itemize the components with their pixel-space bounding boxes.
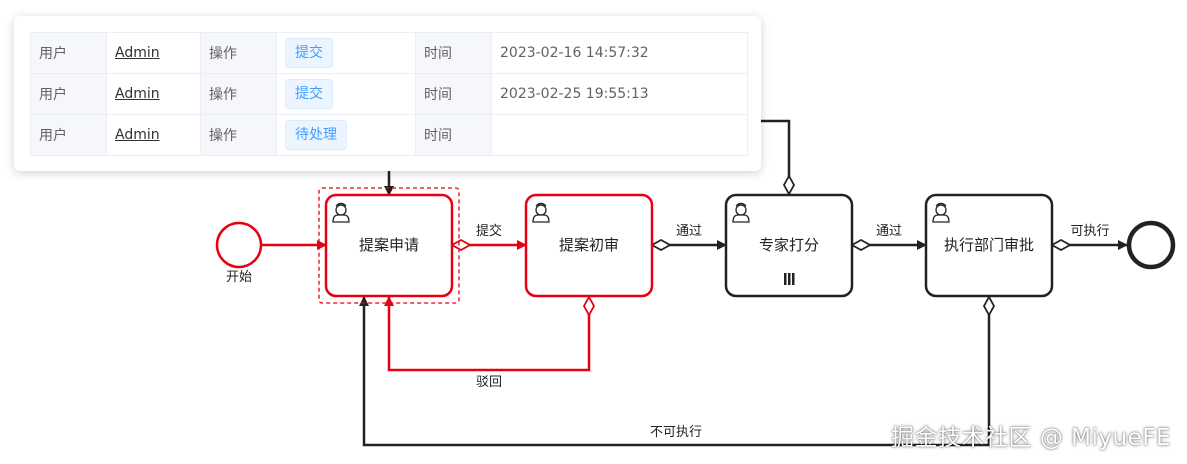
operation-tag: 提交 xyxy=(285,38,333,68)
condition-diamond-pass2 xyxy=(850,238,872,252)
operation-cell: 提交 xyxy=(276,32,416,74)
multi-instance-icon xyxy=(784,273,795,285)
time-label: 时间 xyxy=(415,32,492,74)
operation-label: 操作 xyxy=(200,73,277,115)
time-value: 2023-02-25 19:55:13 xyxy=(491,73,748,115)
flow-reject[interactable] xyxy=(384,296,591,372)
condition-diamond-score-top xyxy=(782,174,796,196)
history-popup: 用户 Admin 操作 提交 时间 2023-02-16 14:57:32 用户… xyxy=(14,16,761,171)
flow-label-executable: 可执行 xyxy=(1070,224,1109,239)
watermark: 掘金技术社区 @ MiyueFE xyxy=(891,425,1171,451)
user-link[interactable]: Admin xyxy=(115,86,160,102)
operation-label: 操作 xyxy=(200,32,277,74)
time-value: 2023-02-16 14:57:32 xyxy=(491,32,748,74)
user-label: 用户 xyxy=(30,114,107,156)
flow-label-pass2: 通过 xyxy=(876,224,902,239)
end-event[interactable] xyxy=(1126,220,1176,270)
time-value xyxy=(491,114,748,156)
table-row: 用户 Admin 操作 待处理 时间 xyxy=(30,114,748,156)
time-label: 时间 xyxy=(415,73,492,115)
table-row: 用户 Admin 操作 提交 时间 2023-02-25 19:55:13 xyxy=(30,73,748,115)
flow-label-pass1: 通过 xyxy=(676,224,702,239)
task-approve-label: 执行部门审批 xyxy=(944,236,1034,254)
task-review-label: 提案初审 xyxy=(559,236,619,254)
operation-tag: 待处理 xyxy=(285,120,347,150)
history-table: 用户 Admin 操作 提交 时间 2023-02-16 14:57:32 用户… xyxy=(30,32,748,156)
time-label: 时间 xyxy=(415,114,492,156)
user-cell: Admin xyxy=(106,32,201,74)
condition-diamond-reject xyxy=(582,295,596,317)
user-cell: Admin xyxy=(106,114,201,156)
flow-label-reject: 驳回 xyxy=(476,375,502,390)
user-link[interactable]: Admin xyxy=(115,45,160,61)
task-apply[interactable]: 提案申请 xyxy=(324,193,454,298)
task-approve[interactable]: 执行部门审批 xyxy=(924,193,1054,298)
user-link[interactable]: Admin xyxy=(115,127,160,143)
operation-cell: 待处理 xyxy=(276,114,416,156)
operation-label: 操作 xyxy=(200,114,277,156)
start-event[interactable] xyxy=(215,221,263,269)
start-label: 开始 xyxy=(226,270,252,285)
operation-cell: 提交 xyxy=(276,73,416,115)
condition-diamond-not-executable xyxy=(982,295,996,317)
task-review[interactable]: 提案初审 xyxy=(524,193,654,298)
task-score-label: 专家打分 xyxy=(759,236,819,254)
selection-outline xyxy=(318,187,460,304)
user-label: 用户 xyxy=(30,32,107,74)
condition-diamond-pass1 xyxy=(650,238,672,252)
user-label: 用户 xyxy=(30,73,107,115)
flow-not-executable[interactable] xyxy=(359,296,991,447)
table-row: 用户 Admin 操作 提交 时间 2023-02-16 14:57:32 xyxy=(30,32,748,74)
flow-label-submit: 提交 xyxy=(476,223,502,239)
user-cell: Admin xyxy=(106,73,201,115)
task-apply-label: 提案申请 xyxy=(359,236,419,254)
flow-label-not-executable: 不可执行 xyxy=(650,425,702,440)
condition-diamond-executable xyxy=(1050,238,1072,252)
condition-diamond-submit xyxy=(450,238,472,252)
operation-tag: 提交 xyxy=(285,79,333,109)
task-score[interactable]: 专家打分 xyxy=(724,193,854,298)
